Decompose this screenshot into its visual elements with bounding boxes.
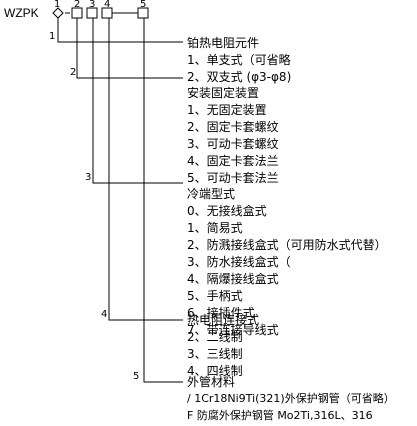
branch-3-line bbox=[92, 18, 183, 184]
section-5-item: / 1Cr18Ni9Ti(321)外保护钢管（可省略） bbox=[187, 392, 395, 405]
section-3-item: 7、带连接导线式 bbox=[187, 323, 279, 337]
section-3-title: 冷端型式 bbox=[187, 187, 236, 201]
slot-3-box bbox=[86, 7, 98, 19]
section-4-item: 2、二线制 bbox=[187, 330, 243, 344]
section-2-item: 3、可动卡套螺纹 bbox=[187, 137, 279, 151]
section-4-item: 4、四线制 bbox=[187, 364, 243, 378]
branch-2-line bbox=[76, 18, 183, 79]
slot-5-box bbox=[137, 7, 149, 19]
branch-number-3: 3 bbox=[85, 172, 92, 183]
section-2-item: 2、固定卡套螺纹 bbox=[187, 120, 279, 134]
section-2-item: 5、可动卡套法兰 bbox=[187, 171, 279, 185]
branch-number-5: 5 bbox=[133, 371, 140, 382]
section-1-item: 2、双支式 (φ3-φ8) bbox=[187, 70, 292, 84]
section-5-item: F 防腐外保护钢管 Mo2Ti,316L、316 bbox=[187, 409, 373, 422]
section-3-item: 1、简易式 bbox=[187, 221, 243, 235]
section-3-item: 5、手柄式 bbox=[187, 289, 243, 303]
section-3-item: 6、接插件式 bbox=[187, 306, 255, 320]
section-1-item: 1、单支式（可省略 bbox=[187, 53, 291, 67]
section-2-item: 1、无固定装置 bbox=[187, 103, 267, 117]
branch-1-line bbox=[57, 18, 183, 43]
model-prefix: WZPK bbox=[4, 6, 39, 20]
slot-number-1: 1 bbox=[54, 0, 61, 10]
branch-number-1: 1 bbox=[49, 31, 56, 42]
branch-number-2: 2 bbox=[70, 67, 77, 78]
section-4-item: 3、三线制 bbox=[187, 347, 243, 361]
slot-number-2: 2 bbox=[74, 0, 81, 10]
section-2-title: 安装固定装置 bbox=[187, 86, 260, 100]
section-3-item: 2、防溅接线盒式（可用防水式代替） bbox=[187, 238, 387, 252]
section-3-item: 0、无接线盒式 bbox=[187, 204, 267, 218]
section-1-title: 铂热电阻元件 bbox=[187, 36, 260, 50]
branch-4-line bbox=[108, 18, 183, 321]
section-3-item: 4、隔爆接线盒式 bbox=[187, 272, 279, 286]
slot-number-4: 4 bbox=[104, 0, 111, 10]
section-2-item: 4、固定卡套法兰 bbox=[187, 154, 279, 168]
slot-number-5: 5 bbox=[140, 0, 147, 10]
section-3-item: 3、防水接线盒式（ bbox=[187, 255, 291, 269]
section-5-title: 外管材料 bbox=[187, 375, 236, 389]
slot-number-3: 3 bbox=[89, 0, 96, 10]
section-4-title: 热电阻连接式 bbox=[187, 313, 260, 327]
branch-number-4: 4 bbox=[101, 309, 108, 320]
branch-5-line bbox=[143, 18, 183, 383]
